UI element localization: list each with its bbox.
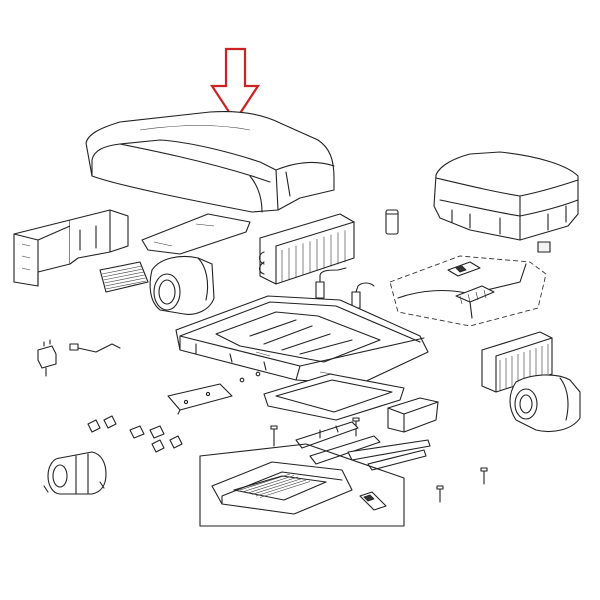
ceiling-grille xyxy=(211,461,353,515)
filter-mesh xyxy=(99,261,149,293)
small-cap xyxy=(537,241,551,253)
switch-assembly xyxy=(37,339,121,377)
side-frame xyxy=(13,209,129,287)
ceiling-assembly-frame xyxy=(199,443,405,527)
down-arrow-icon xyxy=(209,47,261,124)
insulation-plate xyxy=(141,213,251,255)
louver-slats xyxy=(295,421,431,471)
evaporator-coil xyxy=(258,213,355,285)
drain-tray xyxy=(387,397,439,433)
sensor-right xyxy=(351,282,375,309)
blower-left xyxy=(149,255,215,315)
compressor-motor xyxy=(43,451,107,495)
capacitor xyxy=(385,209,399,235)
front-housing xyxy=(433,151,579,241)
blower-right xyxy=(509,374,581,433)
top-cover[interactable] xyxy=(85,110,335,213)
mount-bracket xyxy=(167,383,233,415)
control-board-group xyxy=(389,255,547,327)
gasket-frame xyxy=(263,373,405,421)
remote-control xyxy=(359,491,387,511)
sensor-left xyxy=(315,267,347,299)
clip-parts xyxy=(87,415,183,453)
base-pan xyxy=(175,295,429,385)
